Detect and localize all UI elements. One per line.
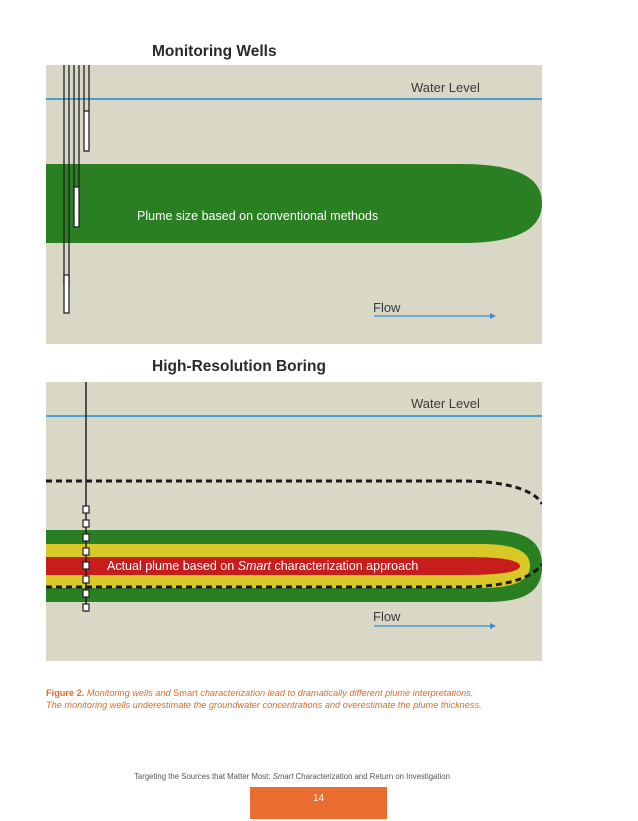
high-resolution-boring-diagram [46,382,544,661]
conventional-plume-label: Plume size based on conventional methods [137,209,379,223]
monitoring-well-shallow [83,65,90,152]
monitoring-wells-svg [46,65,542,319]
conventional-plume-shape [46,164,542,243]
conventional-plume-outline [46,479,544,505]
monitoring-well-deep [63,65,70,314]
water-level-label: Water Level [411,396,480,411]
flow-label: Flow [373,300,401,315]
caption-line-2: The monitoring wells underestimate the g… [46,700,482,710]
actual-plume-label-pre: Actual plume based on [107,559,238,573]
water-level-label: Water Level [411,80,480,95]
high-resolution-boring-title: High-Resolution Boring [152,358,326,375]
footer-text-post: Characterization and Return on Investiga… [293,772,450,781]
high-resolution-boring-svg [46,382,544,629]
flow-arrow-head [490,623,496,629]
caption-line-1a: Monitoring wells and [84,688,174,698]
monitoring-well-middle [73,65,80,228]
actual-plume-label: Actual plume based on Smart characteriza… [107,559,418,573]
monitoring-wells-diagram [46,65,542,344]
actual-plume-red-zone [46,557,520,575]
caption-line-1b: Smart [173,688,198,698]
caption-line-1c: characterization lead to dramatically di… [197,688,474,698]
flow-label: Flow [373,609,401,624]
footer-text-pre: Targeting the Sources that Matter Most: [134,772,273,781]
footer-text: Targeting the Sources that Matter Most: … [134,772,450,781]
page-number-box: 14 [250,787,387,819]
figure-label: Figure 2. [46,688,85,698]
high-resolution-boring [82,382,90,612]
page-number: 14 [312,793,325,804]
flow-arrow-head [490,313,496,319]
footer-text-em: Smart [272,772,294,781]
monitoring-wells-title: Monitoring Wells [152,43,277,60]
actual-plume-label-post: characterization approach [270,559,419,573]
figure-caption: Figure 2. Monitoring wells and Smart cha… [46,687,482,711]
actual-plume-label-em: Smart [237,559,271,573]
caption-line-1: Figure 2. Monitoring wells and Smart cha… [46,687,482,699]
